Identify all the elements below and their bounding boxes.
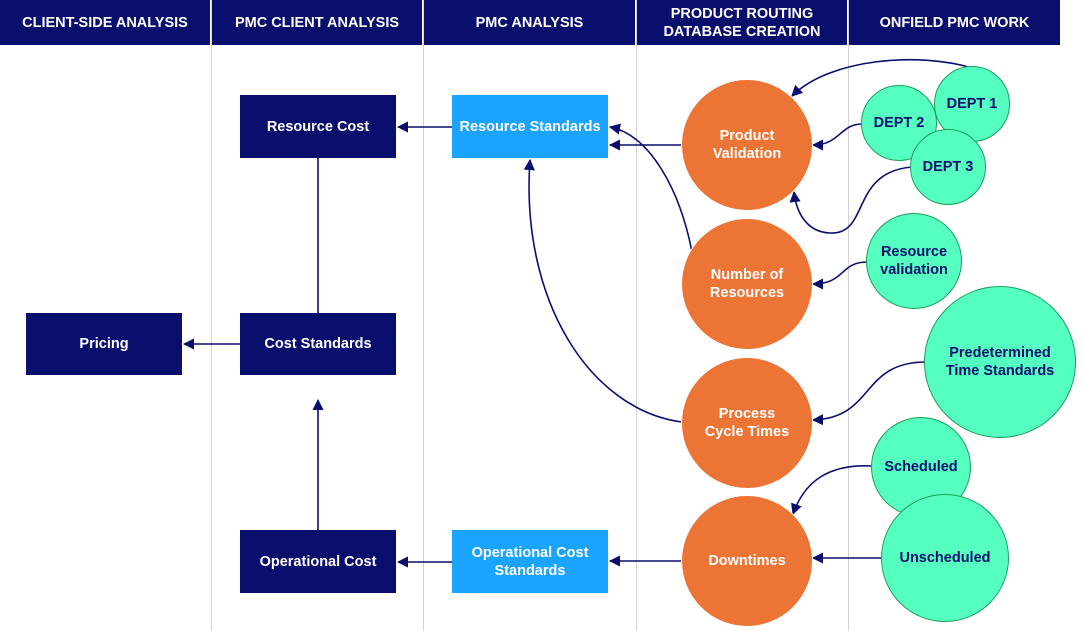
resource-validation-label: Resource validation (880, 244, 948, 278)
arrow-number-of-resources-to-resource-standards (608, 123, 693, 253)
arrow-dept3-to-product-validation (789, 166, 913, 234)
column-header-pmc-client: PMC CLIENT ANALYSIS (212, 0, 422, 45)
dept3-circle: DEPT 3 (910, 129, 986, 205)
cost-standards-box: Cost Standards (240, 313, 396, 375)
column-header-product-routing: PRODUCT ROUTING DATABASE CREATION (637, 0, 847, 45)
operational-cost-box: Operational Cost (240, 530, 396, 593)
predetermined-time-standards-circle: Predetermined Time Standards (924, 286, 1076, 438)
unscheduled-label: Unscheduled (899, 550, 991, 566)
pricing-box: Pricing (26, 313, 182, 375)
column-header-pmc-analysis: PMC ANALYSIS (424, 0, 635, 45)
column-header-label: PRODUCT ROUTING DATABASE CREATION (663, 5, 821, 40)
arrow-process-cycle-times-to-resource-standards (523, 158, 683, 423)
unscheduled-circle: Unscheduled (881, 494, 1009, 622)
resource-standards-box: Resource Standards (452, 95, 608, 158)
number-of-resources-label: Number of Resources (709, 267, 785, 301)
number-of-resources-circle: Number of Resources (681, 218, 813, 350)
downtimes-circle: Downtimes (681, 495, 813, 627)
column-divider (636, 0, 637, 631)
operational-cost-standards-box: Operational Cost Standards (452, 530, 608, 593)
resource-standards-label: Resource Standards (459, 118, 601, 135)
column-header-onfield: ONFIELD PMC WORK (849, 0, 1060, 45)
column-header-label: PMC CLIENT ANALYSIS (234, 14, 400, 31)
resource-cost-label: Resource Cost (266, 118, 370, 135)
dept3-label: DEPT 3 (922, 159, 974, 175)
process-cycle-times-label: Process Cycle Times (704, 406, 790, 440)
arrow-dept2-to-product-validation (811, 123, 863, 151)
column-divider (848, 0, 849, 631)
operational-cost-label: Operational Cost (259, 553, 377, 570)
downtimes-label: Downtimes (708, 553, 786, 569)
resource-cost-box: Resource Cost (240, 95, 396, 158)
arrow-dept1-to-product-validation (791, 58, 973, 97)
process-cycle-times-circle: Process Cycle Times (681, 357, 813, 489)
arrow-scheduled-to-downtimes (791, 465, 873, 516)
dept1-label: DEPT 1 (946, 96, 998, 112)
column-header-label: ONFIELD PMC WORK (879, 14, 1030, 31)
product-validation-label: Product Validation (712, 128, 782, 162)
arrow-predetermined-to-process-cycle-times (811, 361, 927, 426)
product-validation-circle: Product Validation (681, 79, 813, 211)
column-header-label: CLIENT-SIDE ANALYSIS (22, 14, 188, 31)
column-header-client-side: CLIENT-SIDE ANALYSIS (0, 0, 210, 45)
column-divider (423, 0, 424, 631)
column-divider (211, 0, 212, 631)
operational-cost-standards-label: Operational Cost Standards (471, 544, 589, 579)
cost-standards-label: Cost Standards (264, 336, 372, 352)
scheduled-label: Scheduled (884, 459, 958, 475)
dept2-label: DEPT 2 (873, 115, 925, 131)
resource-validation-circle: Resource validation (866, 213, 962, 309)
pricing-label: Pricing (79, 336, 129, 352)
predetermined-time-standards-label: Predetermined Time Standards (945, 345, 1055, 379)
column-header-label: PMC ANALYSIS (475, 14, 584, 31)
arrow-resource-validation-to-number-of-resources (811, 261, 868, 290)
